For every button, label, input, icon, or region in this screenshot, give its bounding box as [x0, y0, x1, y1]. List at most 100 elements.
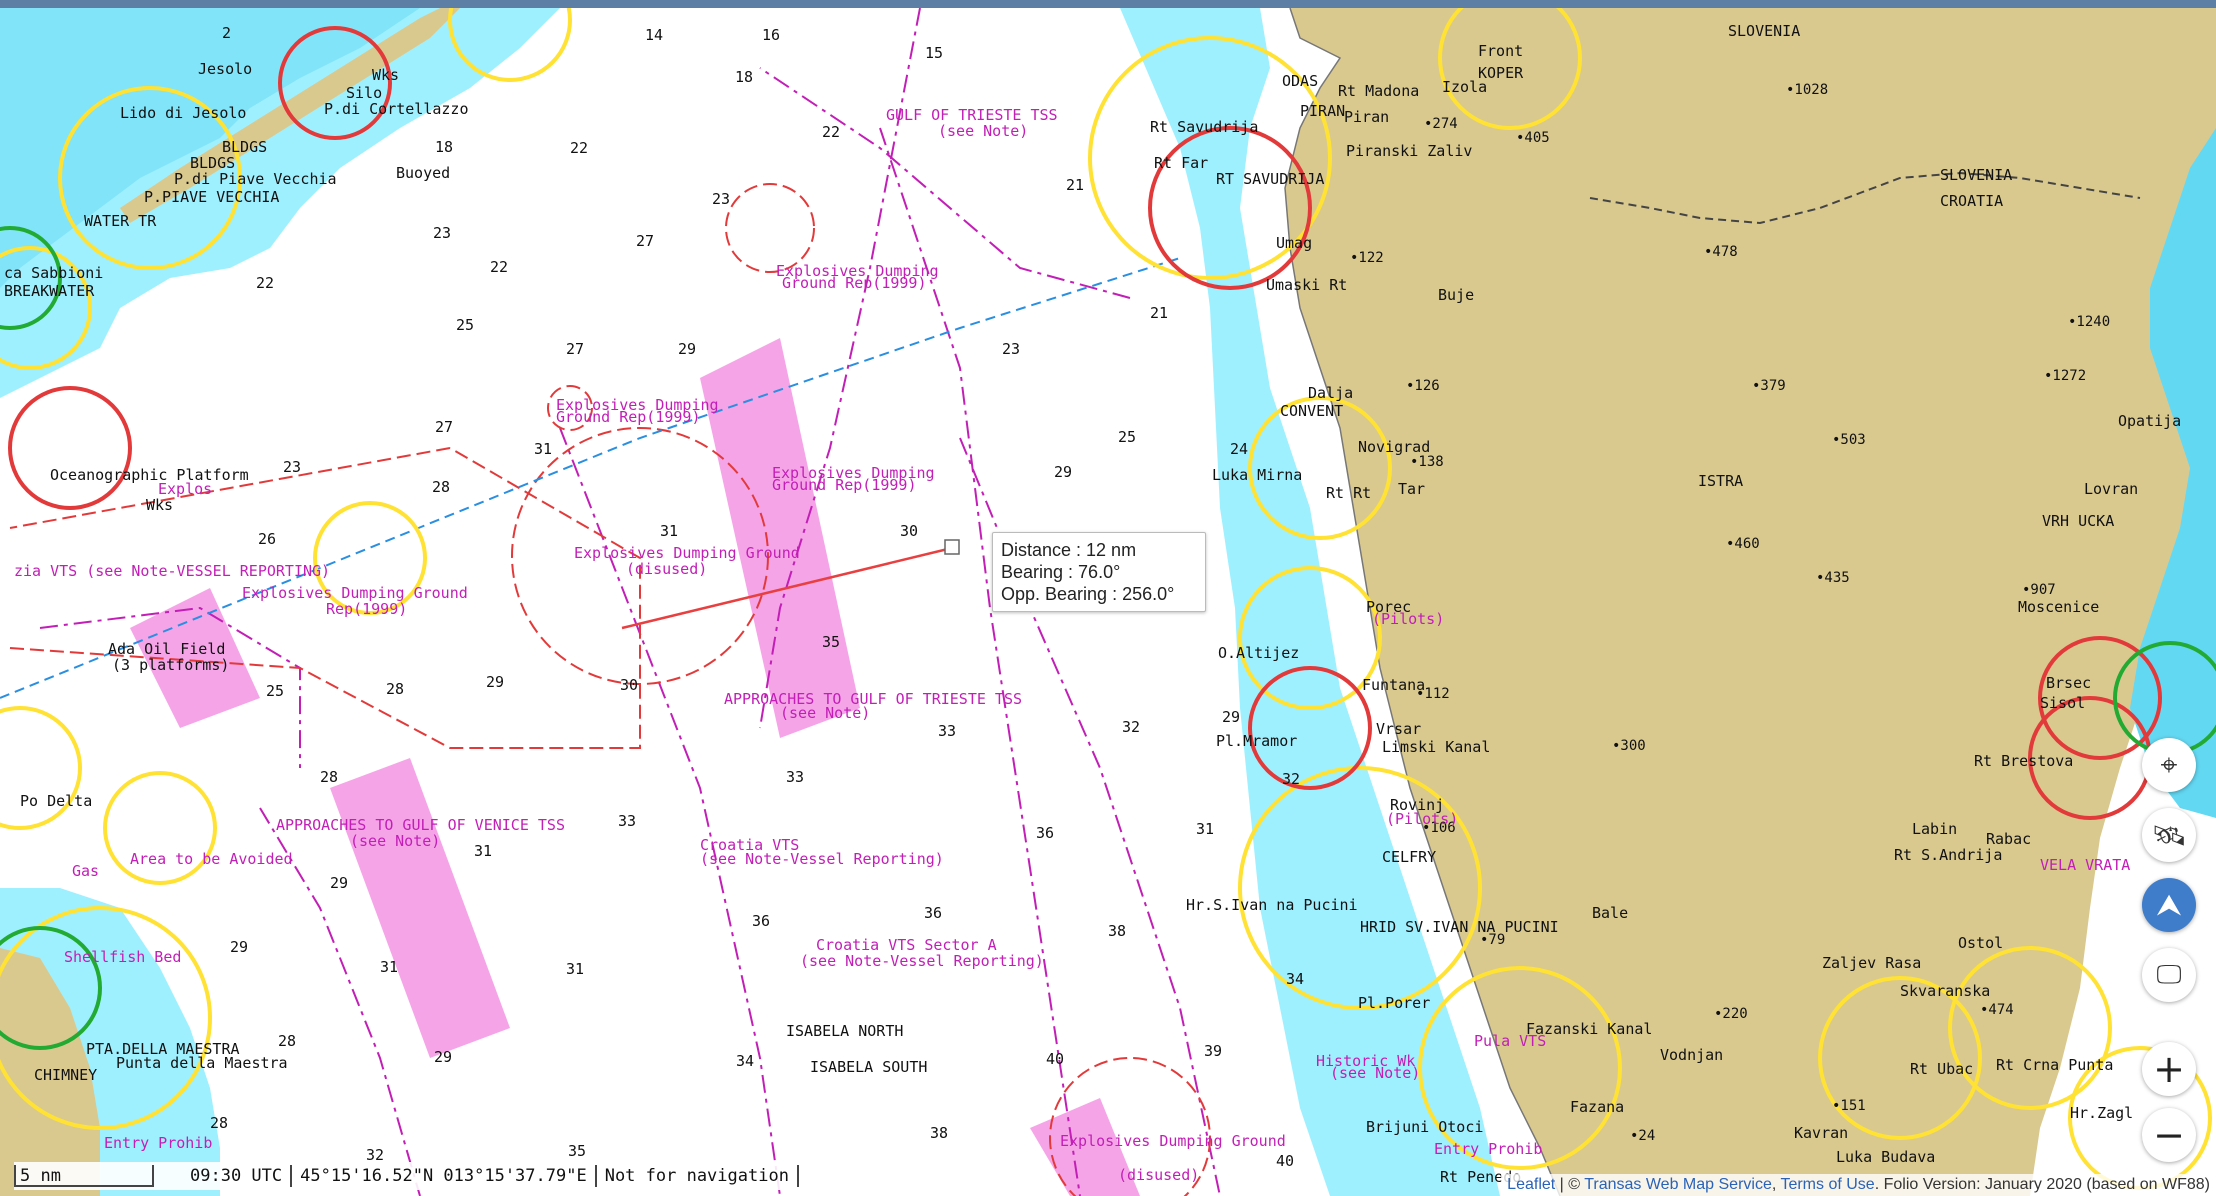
label-opatija: Opatija: [2118, 412, 2182, 430]
zoom-out-button[interactable]: −: [2142, 1108, 2196, 1162]
spot-height: •907: [2022, 582, 2056, 598]
label-oceanographic: Oceanographic Platform: [50, 466, 249, 484]
label-fazana: Fazana: [1570, 1098, 1625, 1116]
sounding: 22: [256, 274, 275, 292]
spot-height: •122: [1350, 250, 1384, 266]
satellite-icon: 🛰: [2151, 818, 2187, 852]
label-piran-town: PIRAN: [1300, 102, 1346, 120]
label-hrid-sv-ivan: HRID SV.IVAN NA PUCINI: [1360, 918, 1559, 936]
label-piave-vecchia: P.PIAVE VECCHIA: [144, 188, 280, 206]
sounding: 29: [1054, 463, 1073, 481]
label-pl-mramor: Pl.Mramor: [1216, 732, 1298, 750]
label-vodnjan: Vodnjan: [1660, 1046, 1724, 1064]
tss-lane-ada: [130, 588, 260, 728]
spot-height: •460: [1726, 536, 1760, 552]
label-croatia-vts: Croatia VTS: [700, 836, 800, 854]
measurement-handle[interactable]: [944, 539, 960, 555]
spot-height: •405: [1516, 130, 1550, 146]
spot-height: •112: [1416, 686, 1450, 702]
label-sabbioni: ca Sabbioni: [4, 264, 104, 282]
screen-mode-button[interactable]: 🖵: [2142, 948, 2196, 1002]
label-water-tr: WATER TR: [84, 212, 157, 230]
label-tar: Tar: [1398, 480, 1426, 498]
sounding: 30: [900, 522, 919, 540]
label-funtana: Funtana: [1362, 676, 1426, 694]
locate-button[interactable]: ⌖: [2142, 738, 2196, 792]
label-approaches-trieste: APPROACHES TO GULF OF TRIESTE TSS: [724, 690, 1023, 708]
locate-icon: ⌖: [2160, 747, 2178, 783]
sounding: 31: [1196, 820, 1215, 838]
sounding: 21: [1150, 304, 1169, 322]
leaflet-link[interactable]: Leaflet: [1507, 1176, 1556, 1193]
label-rt-s-andrija: Rt S.Andrija: [1894, 846, 2003, 864]
sounding: 23: [433, 224, 452, 242]
tss-lane-trieste: [700, 338, 860, 738]
label-explosives-dumping: Explosives Dumping: [556, 396, 719, 414]
status-bar: 5 nm 09:30 UTC 45°15'16.52"N 013°15'37.7…: [14, 1162, 799, 1190]
sounding: 31: [660, 522, 679, 540]
sounding: 23: [283, 458, 302, 476]
label-luka-mirna: Luka Mirna: [1212, 466, 1303, 484]
sounding: 36: [1036, 824, 1055, 842]
label-pula-vts: Pula VTS: [1474, 1032, 1547, 1050]
label-gulf-trieste-tss-note: (see Note): [938, 122, 1029, 140]
label-piave: P.di Piave Vecchia: [174, 170, 337, 188]
measure-bearing: Bearing : 76.0°: [1001, 562, 1121, 582]
sounding: 35: [822, 633, 841, 651]
label-isabela-south: ISABELA SOUTH: [810, 1058, 928, 1076]
label-rt-savudrija-light: RT SAVUDRIJA: [1216, 170, 1325, 188]
sounding: 27: [435, 418, 454, 436]
sounding: 29: [486, 673, 505, 691]
label-chimney: CHIMNEY: [34, 1066, 98, 1084]
label-wks: Wks: [146, 496, 174, 514]
sounding: 21: [1066, 176, 1085, 194]
label-cortellazzo: P.di Cortellazzo: [324, 100, 469, 118]
label-isabela-north: ISABELA NORTH: [786, 1022, 904, 1040]
label-entry-prohib: Entry Prohib: [104, 1134, 213, 1152]
sounding: 18: [435, 138, 454, 156]
sounding: 23: [1002, 340, 1021, 358]
sounding: 30: [620, 676, 639, 694]
sounding: 22: [570, 139, 589, 157]
restricted-zones: [9, 183, 1211, 1196]
label-dalja: Dalja: [1308, 384, 1354, 402]
label-platforms: (3 platforms): [112, 656, 230, 674]
sounding: 14: [645, 26, 664, 44]
sounding: 25: [1118, 428, 1137, 446]
label-area-to-be-avoided: Area to be Avoided: [130, 850, 293, 868]
zoom-in-icon: +: [2153, 1047, 2185, 1091]
label-bale: Bale: [1592, 904, 1629, 922]
sounding: 22: [490, 258, 509, 276]
nautical-chart-map[interactable]: 2 14 16 15 18 22 22 18 23 23 27 22 22 25…: [0, 8, 2216, 1196]
spot-height: •379: [1752, 378, 1786, 394]
label-novigrad: Novigrad: [1358, 438, 1431, 456]
transas-link[interactable]: Transas Web Map Service: [1584, 1176, 1772, 1193]
shallow-water-istria: [1120, 8, 1500, 1196]
attribution-comma: ,: [1771, 1176, 1781, 1193]
label-hr-s-ivan: Hr.S.Ivan na Pucini: [1186, 896, 1358, 914]
spot-height: •138: [1410, 454, 1444, 470]
north-up-button[interactable]: ⮝: [2142, 878, 2196, 932]
sounding: 27: [566, 340, 585, 358]
measure-distance: Distance : 12 nm: [1001, 540, 1137, 560]
sounding: 26: [258, 530, 277, 548]
coastline-istria: [1284, 8, 1561, 1196]
label-brsec: Brsec: [2046, 674, 2092, 692]
utc-time: 09:30 UTC: [182, 1165, 293, 1187]
terms-link[interactable]: Terms of Use: [1780, 1176, 1875, 1193]
cursor-position: 45°15'16.52"N 013°15'37.79"E: [292, 1165, 597, 1187]
label-po-delta: Po Delta: [20, 792, 93, 810]
spot-height: •1028: [1786, 82, 1829, 98]
label-slovenia: SLOVENIA: [1728, 22, 1801, 40]
spot-height: •1272: [2044, 368, 2087, 384]
label-buoyed: Buoyed: [396, 164, 451, 182]
label-croatia-vts-sector-a-note: (see Note-Vessel Reporting): [800, 952, 1044, 970]
label-piran: Piran: [1344, 108, 1390, 126]
mid-water-italy-north: [0, 8, 420, 288]
sounding: 36: [752, 912, 771, 930]
label-gulf-trieste-tss: GULF OF TRIESTE TSS: [886, 106, 1058, 124]
sounding: 40: [1046, 1050, 1065, 1068]
satellite-button[interactable]: 🛰: [2142, 808, 2196, 862]
zoom-in-button[interactable]: +: [2142, 1042, 2196, 1096]
label-buje: Buje: [1438, 286, 1475, 304]
